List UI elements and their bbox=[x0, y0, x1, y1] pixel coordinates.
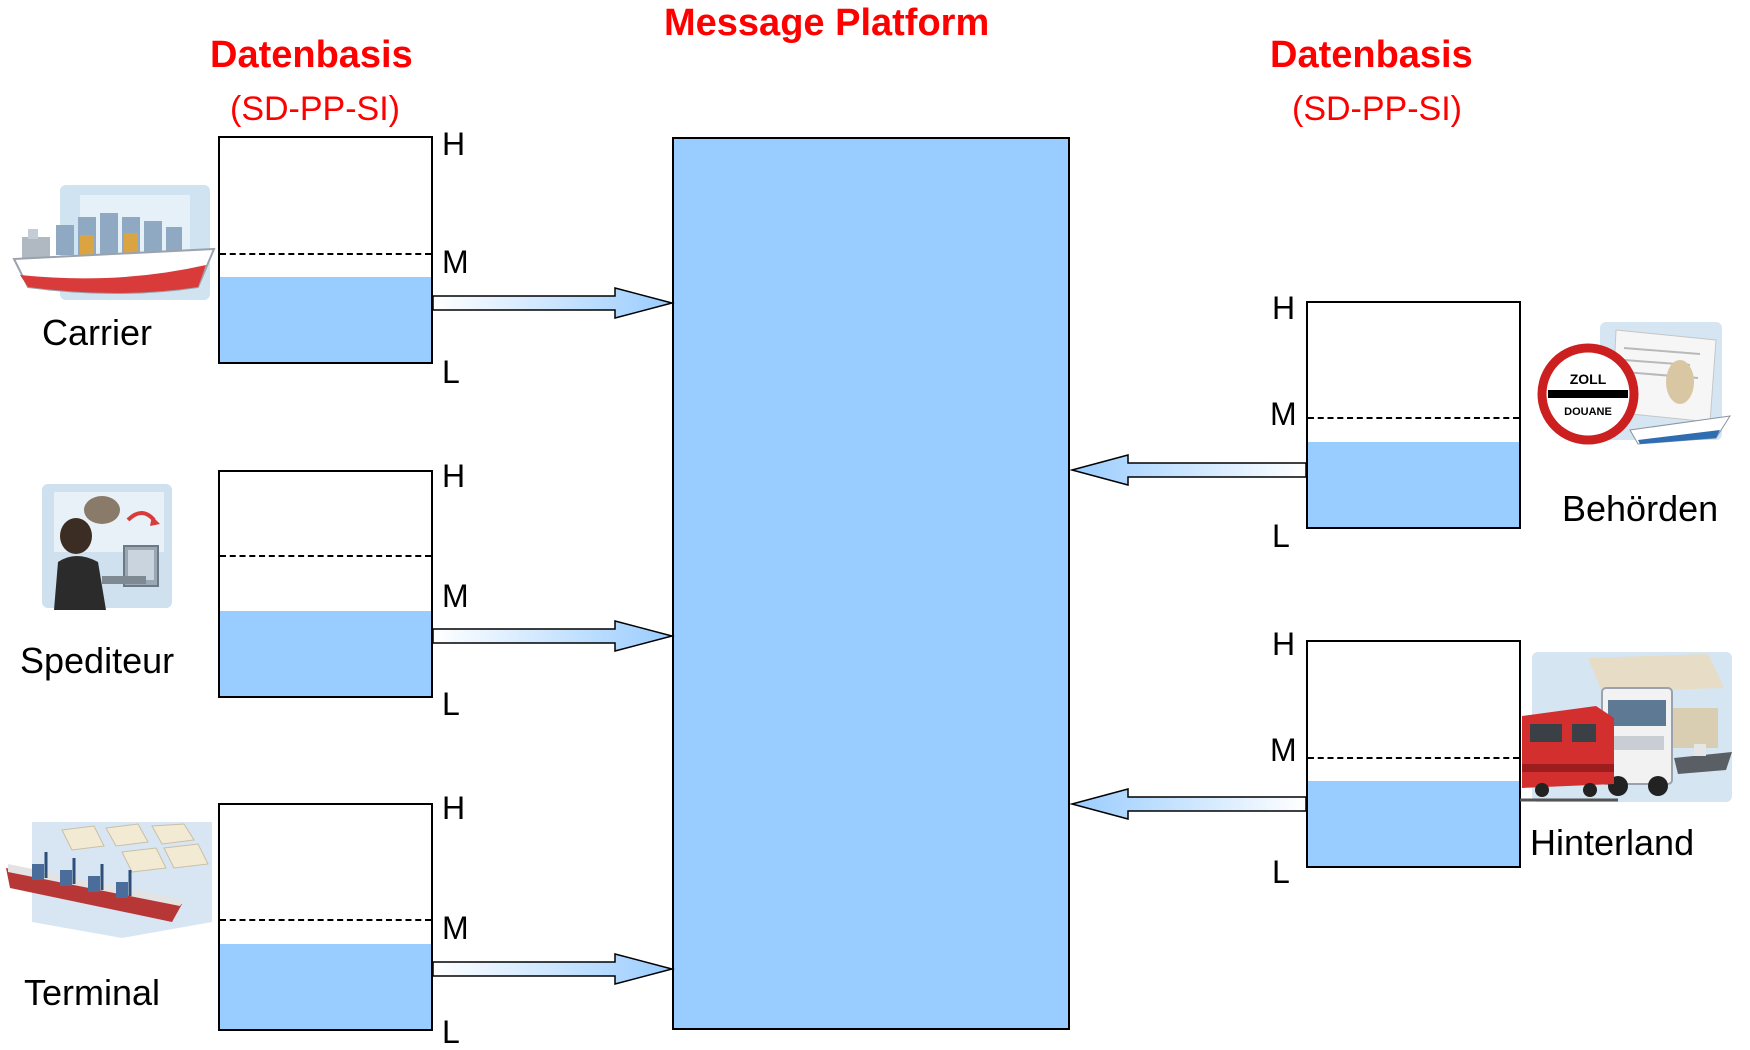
customs-sign-line2: DOUANE bbox=[1564, 406, 1612, 418]
medium-threshold-line bbox=[220, 253, 431, 255]
level-high-label: H bbox=[442, 458, 466, 494]
fill-level bbox=[220, 611, 431, 696]
level-mid-label: M bbox=[1270, 732, 1297, 768]
container-ship-icon bbox=[12, 185, 216, 300]
level-mid-label: M bbox=[442, 578, 469, 614]
terminal-port-icon bbox=[6, 822, 212, 938]
level-mid-label: M bbox=[442, 244, 469, 280]
freight-forwarder-icon bbox=[42, 484, 172, 610]
left-database-subtitle: (SD-PP-SI) bbox=[230, 90, 400, 128]
arrow-behoerden-to-platform bbox=[1069, 454, 1307, 486]
database-terminal bbox=[218, 803, 433, 1031]
database-spediteur bbox=[218, 470, 433, 698]
right-database-title: Datenbasis bbox=[1270, 34, 1473, 76]
level-mid-label: M bbox=[442, 910, 469, 946]
level-low-label: L bbox=[1272, 854, 1290, 890]
arrow-spediteur-to-platform bbox=[432, 620, 675, 652]
level-high-label: H bbox=[442, 126, 466, 162]
message-platform-box bbox=[672, 137, 1070, 1030]
medium-threshold-line bbox=[220, 919, 431, 921]
arrow-terminal-to-platform bbox=[432, 953, 675, 985]
level-mid-label: M bbox=[1270, 396, 1297, 432]
database-behoerden bbox=[1306, 301, 1521, 529]
hinterland-transport-icon bbox=[1520, 652, 1732, 802]
medium-threshold-line bbox=[1308, 417, 1519, 419]
medium-threshold-line bbox=[220, 555, 431, 557]
fill-level bbox=[220, 277, 431, 362]
actor-label-spediteur: Spediteur bbox=[20, 640, 175, 681]
level-low-label: L bbox=[1272, 518, 1290, 554]
fill-level bbox=[1308, 781, 1519, 866]
level-high-label: H bbox=[1272, 290, 1296, 326]
fill-level bbox=[1308, 442, 1519, 527]
medium-threshold-line bbox=[1308, 757, 1519, 759]
actor-label-hinterland: Hinterland bbox=[1530, 822, 1695, 863]
level-low-label: L bbox=[442, 686, 460, 722]
arrow-carrier-to-platform bbox=[432, 287, 675, 319]
database-hinterland bbox=[1306, 640, 1521, 868]
right-database-subtitle: (SD-PP-SI) bbox=[1292, 90, 1462, 128]
left-database-title: Datenbasis bbox=[210, 34, 413, 76]
actor-label-terminal: Terminal bbox=[24, 972, 161, 1013]
level-low-label: L bbox=[442, 1014, 460, 1050]
arrow-hinterland-to-platform bbox=[1069, 788, 1307, 820]
platform-title: Message Platform bbox=[664, 2, 990, 44]
actor-label-carrier: Carrier bbox=[42, 312, 153, 353]
database-carrier bbox=[218, 136, 433, 364]
level-high-label: H bbox=[442, 790, 466, 826]
customs-authority-icon: ZOLL DOUANE bbox=[1537, 322, 1732, 445]
customs-sign-line1: ZOLL bbox=[1570, 371, 1607, 387]
level-high-label: H bbox=[1272, 626, 1296, 662]
level-low-label: L bbox=[442, 354, 460, 390]
actor-label-behoerden: Behörden bbox=[1562, 488, 1719, 529]
fill-level bbox=[220, 944, 431, 1029]
